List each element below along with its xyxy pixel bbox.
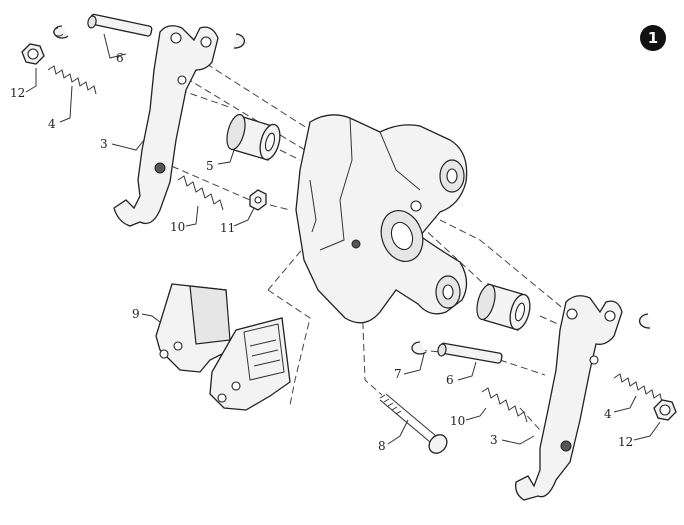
part-labels: 12 4 3 6 5 10 11 9 7 6 10 8 3 4 12	[10, 51, 633, 453]
label-8: 8	[378, 439, 386, 453]
label-11: 11	[220, 221, 235, 235]
bushing-left	[226, 113, 281, 161]
caliper-arm-right	[515, 295, 623, 501]
circlip-left-2	[233, 33, 245, 49]
brake-pad-front	[209, 317, 291, 411]
diagram-number-badge: 1	[640, 25, 666, 51]
label-3-right: 3	[490, 433, 498, 447]
assembly-guide-lines	[161, 51, 566, 431]
badge-number: 1	[648, 29, 658, 47]
nut-left	[21, 43, 45, 65]
label-10-left: 10	[170, 220, 185, 234]
brake-pad-back	[155, 283, 231, 373]
leader-lines	[25, 33, 661, 445]
label-7: 7	[394, 367, 402, 381]
pin-right	[437, 342, 503, 364]
label-12-left: 12	[10, 86, 25, 100]
small-nut	[249, 189, 267, 211]
circlip-left	[53, 25, 69, 39]
nut-right	[653, 399, 677, 421]
label-10-right: 10	[450, 414, 465, 428]
spring-left	[47, 65, 97, 95]
bolt	[379, 393, 448, 454]
label-12-right: 12	[618, 435, 633, 449]
spring-right-2	[613, 373, 663, 403]
caliper-body	[295, 114, 468, 324]
circlip-right-2	[639, 313, 651, 329]
spring-left-2	[177, 175, 224, 211]
spring-right	[481, 387, 528, 423]
circlip-right	[411, 341, 427, 355]
bushing-right	[476, 283, 531, 331]
label-6-top: 6	[116, 51, 124, 65]
label-4-right: 4	[604, 407, 612, 421]
label-5: 5	[206, 159, 214, 173]
label-4-left: 4	[48, 117, 56, 131]
pin-left	[87, 13, 153, 37]
label-3-left: 3	[100, 137, 108, 151]
label-6-right: 6	[446, 373, 454, 387]
label-9: 9	[132, 307, 140, 321]
caliper-arm-left	[113, 25, 219, 227]
